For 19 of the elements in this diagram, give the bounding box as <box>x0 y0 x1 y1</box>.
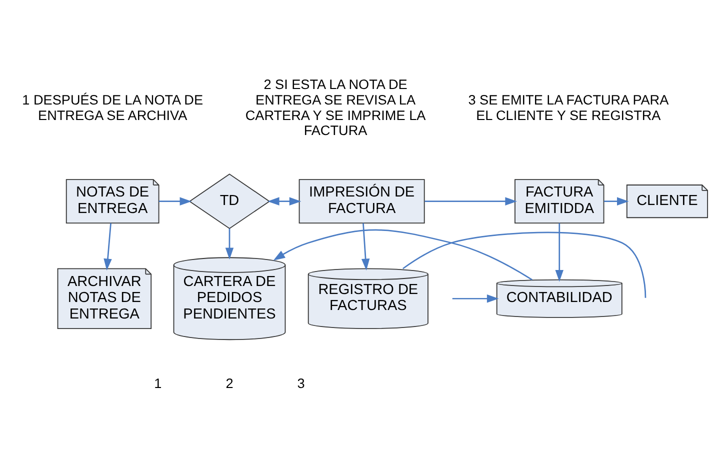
arrow <box>273 229 532 280</box>
arrow <box>104 223 112 271</box>
arrow <box>361 223 370 271</box>
arrow <box>555 223 564 282</box>
label: 1 <box>154 376 162 392</box>
arrow <box>452 294 499 303</box>
connector <box>402 232 646 298</box>
arrow <box>268 197 302 206</box>
arrow <box>424 197 517 206</box>
arrow <box>604 197 629 206</box>
label: 3 <box>297 376 305 392</box>
label: 1 DESPUÉS DE LA NOTA DE ENTREGA SE ARCHIVA <box>22 92 204 123</box>
label: 2 <box>226 376 234 392</box>
node-diamond: TD <box>188 174 270 230</box>
arrow <box>158 197 192 206</box>
label: 3 SE EMITE LA FACTURA PARA EL CLIENTE Y SE REGISTRA <box>468 92 669 123</box>
node-box: IMPRESIÓN DE FACTURA <box>298 179 425 224</box>
label: 2 SI ESTA LA NOTA DE ENTREGA SE REVISA LA CARTERA Y SE IMPRIME LA FACTURA <box>245 76 426 138</box>
arrow <box>225 228 234 260</box>
